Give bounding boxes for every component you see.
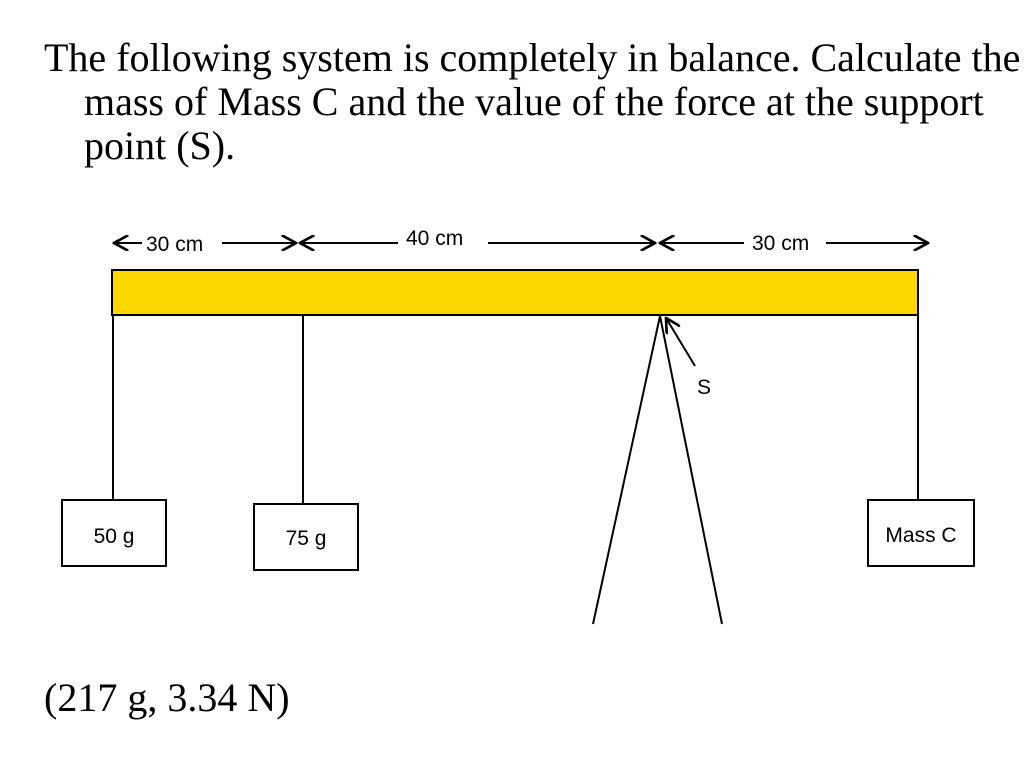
- support-pointer-arrow: [666, 318, 696, 367]
- support-leg-left: [592, 315, 661, 625]
- mass-box-50g: [61, 499, 167, 567]
- hanging-strings: [112, 316, 919, 504]
- dimension-label-left: 30 cm: [146, 233, 203, 256]
- support-label: S: [697, 376, 711, 399]
- mass-box-75g: [253, 503, 359, 571]
- lever-beam: [111, 269, 919, 316]
- mass-label-50g: 50 g: [94, 525, 135, 548]
- dimension-label-right: 30 cm: [752, 232, 809, 255]
- support-leg-right: [659, 315, 723, 625]
- mass-box-c: [867, 499, 975, 567]
- support-pointer: S: [666, 318, 711, 399]
- dimension-arrows: 30 cm 40 cm 30 cm: [114, 224, 928, 256]
- mass-c: Mass C: [867, 499, 975, 567]
- mass-label-c: Mass C: [885, 524, 956, 547]
- problem-statement: The following system is completely in ba…: [44, 35, 1021, 168]
- dimension-label-middle: 40 cm: [406, 227, 463, 250]
- mass-label-75g: 75 g: [286, 527, 327, 550]
- support-fulcrum: [592, 315, 723, 625]
- mass-50g: 50 g: [61, 499, 167, 567]
- answer-text: (217 g, 3.34 N): [44, 675, 290, 720]
- mass-75g: 75 g: [253, 503, 359, 571]
